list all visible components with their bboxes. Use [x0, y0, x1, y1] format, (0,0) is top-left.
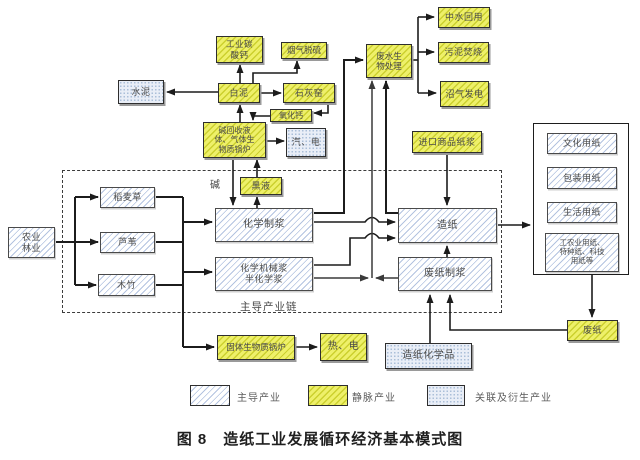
- legend-swatch-venous: [308, 385, 348, 406]
- node-water-reuse: 中水回用: [438, 7, 490, 28]
- edge-lime-kiln-to-calcium-oxide: [313, 103, 329, 117]
- node-paper-chemicals: 造纸化学品: [385, 343, 472, 369]
- node-flue-gas-desulfurization: 烟气脱硫: [281, 42, 327, 59]
- legend: 主导产业 静脉产业 关联及衍生产业: [0, 383, 640, 409]
- legend-label-venous: 静脉产业: [352, 393, 396, 404]
- node-black-liquor: 黑液: [240, 177, 282, 195]
- edge-waste-paper-to-waste-pulping: [446, 294, 567, 331]
- legend-label-related: 关联及衍生产业: [475, 393, 552, 404]
- node-calcium-oxide: 氧化钙: [270, 109, 312, 122]
- node-agriculture-forestry: 农业 林业: [8, 227, 55, 258]
- node-packaging-paper: 包装用纸: [547, 167, 617, 189]
- node-reed: 芦苇: [100, 232, 155, 253]
- node-waste-paper: 废纸: [567, 320, 618, 341]
- edge-chemical-pulping-to-wastewater: [313, 56, 364, 214]
- node-imported-pulp: 进口商品纸浆: [412, 131, 482, 153]
- node-lime-kiln: 石灰窑: [283, 83, 335, 103]
- edge-white-mud-to-flue-gas: [252, 60, 301, 83]
- edge-agriculture-splitter: [55, 197, 76, 285]
- node-cement: 水泥: [118, 80, 164, 104]
- node-papermaking: 造纸: [398, 208, 497, 243]
- node-biogas-power: 沼气发电: [440, 81, 489, 107]
- node-steam-electricity: 汽、电: [286, 128, 326, 157]
- figure-caption: 图 8 造纸工业发展循环经济基本模式图: [176, 431, 464, 448]
- node-industrial-caco3: 工业碳 酸钙: [216, 36, 263, 63]
- node-wood-bamboo: 木竹: [98, 274, 155, 296]
- node-heat-electricity: 热、电: [320, 333, 367, 361]
- node-alkali-recovery-boiler: 碱回收液 体、气体生 物质锅炉: [203, 122, 266, 158]
- node-chemimechanical-pulp: 化学机械浆 半化学浆: [215, 257, 313, 291]
- legend-swatch-leading: [190, 385, 230, 406]
- node-waste-paper-pulping: 废纸制浆: [398, 257, 492, 291]
- node-cultural-paper: 文化用纸: [547, 133, 617, 154]
- edge-chemimechanical-to-papermaking: [313, 232, 396, 266]
- node-sludge-incineration: 污泥焚烧: [438, 42, 489, 63]
- legend-swatch-related: [427, 385, 465, 406]
- edge-chemical-pulping-to-papermaking: [313, 216, 396, 226]
- edge-papermaking-to-wastewater: [382, 80, 398, 214]
- node-household-paper: 生活用纸: [547, 202, 617, 223]
- label-alkali: 碱: [210, 180, 220, 191]
- node-straw: 稻麦草: [100, 187, 155, 208]
- edge-calcium-oxide-to-alkali-boiler: [249, 112, 270, 121]
- node-other-paper: 工农业用纸、 特种纸、科技 用纸等: [545, 233, 619, 272]
- node-white-mud: 白泥: [218, 83, 260, 103]
- node-chemical-pulping: 化学制浆: [215, 208, 313, 242]
- node-solid-biomass-boiler: 固体生物质锅炉: [217, 335, 295, 360]
- node-wastewater-treatment: 废水生 物处理: [366, 44, 412, 78]
- edge-raw-material-collector: [155, 196, 184, 347]
- label-main-chain: 主导产业链: [240, 301, 298, 313]
- legend-label-leading: 主导产业: [237, 393, 281, 404]
